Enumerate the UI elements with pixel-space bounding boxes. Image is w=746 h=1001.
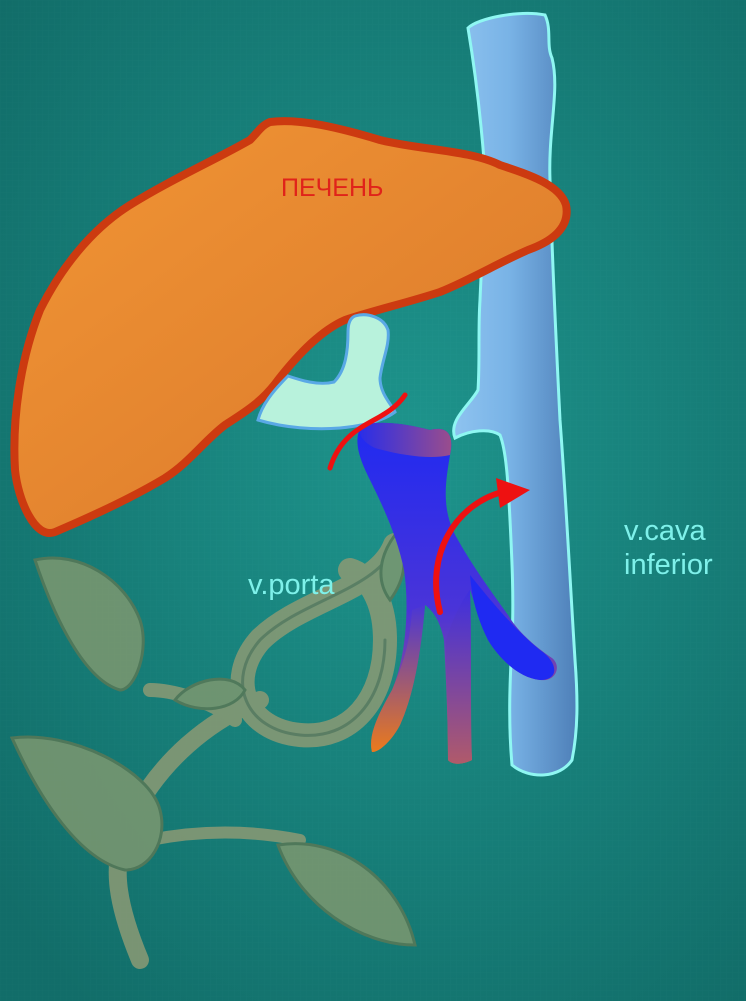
portal-vein-label: v.porta bbox=[248, 571, 335, 600]
vena-cava-label: v.cava inferior bbox=[624, 514, 713, 582]
vena-cava-label-line2: inferior bbox=[624, 548, 713, 582]
liver-label: ПЕЧЕНЬ bbox=[281, 176, 383, 201]
vena-cava-label-line1: v.cava bbox=[624, 514, 713, 548]
